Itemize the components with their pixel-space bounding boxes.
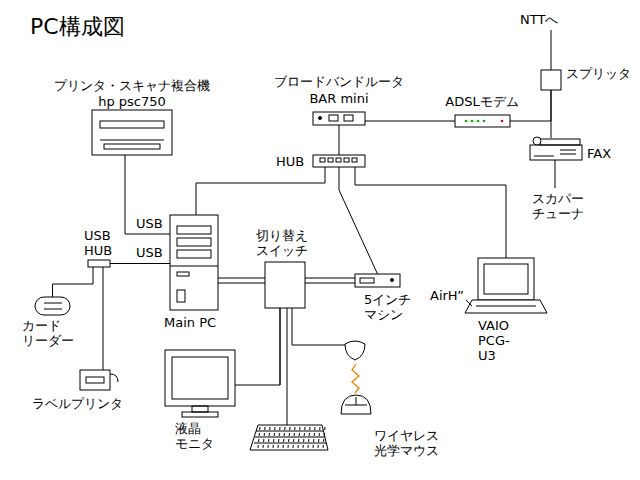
device-label: FAX	[587, 146, 611, 161]
cable-line	[53, 267, 94, 297]
cable-line	[103, 267, 104, 370]
cable-line	[110, 263, 170, 264]
device-box: USB HUB	[88, 260, 110, 267]
device-box: ADSLモデム	[455, 115, 510, 127]
device-box: 液晶 モニタ	[165, 350, 235, 417]
device-label: Main PC	[164, 315, 216, 330]
annotation-label: AirH”	[430, 288, 464, 303]
device-label: カード リーダー	[22, 318, 74, 348]
annotation-label: USB	[136, 216, 163, 231]
cable-line	[339, 125, 340, 155]
cable-line	[235, 308, 280, 385]
cable-line	[365, 121, 455, 122]
annotation-label: スカパー チューナ	[532, 191, 584, 221]
cable-line	[355, 167, 506, 258]
cable-line	[196, 167, 325, 215]
device-label: スプリッタ	[566, 66, 631, 81]
device-box: 切り替え スイッチ	[265, 262, 305, 308]
device-label: ワイヤレス 光学マウス	[374, 428, 439, 458]
cable-line	[125, 155, 170, 234]
device-box: HUB	[313, 155, 365, 167]
device-label: ADSLモデム	[445, 94, 518, 109]
device-box: ラベルプリンタ	[80, 370, 110, 390]
device-box: ブロードバンドルータBAR mini	[313, 112, 365, 125]
cable-line	[339, 167, 378, 274]
device-label: VAIO PCG-U3	[478, 318, 510, 363]
cable-line	[305, 278, 355, 283]
annotation-label: USB	[136, 245, 163, 260]
device-label: 液晶 モニタ	[175, 421, 214, 451]
device-label: ラベルプリンタ	[32, 396, 123, 411]
device-box: ワイヤレス 光学マウス	[341, 395, 371, 414]
device-label: 切り替え スイッチ	[256, 228, 308, 258]
device-label: BAR mini	[309, 91, 368, 106]
device-label: USB HUB	[84, 228, 112, 258]
device-box: FAX	[530, 138, 582, 160]
cable-line	[551, 90, 552, 138]
device-label: プリンタ・スキャナ複合機	[54, 78, 210, 93]
cable-line	[218, 278, 265, 283]
device-label: HUB	[276, 154, 304, 169]
device-box: カード リーダー	[35, 297, 70, 315]
device-box: スプリッタ	[541, 70, 561, 90]
device-label: hp psc750	[98, 94, 166, 109]
device-box: Main PC	[170, 215, 218, 310]
annotation-label: NTTへ	[520, 12, 558, 27]
diagram-title: PC構成図	[30, 14, 125, 40]
device-box: VAIO PCG-U3	[465, 258, 548, 313]
device-box: 5インチ マシン	[355, 274, 400, 287]
device-box: プリンタ・スキャナ複合機hp psc750	[92, 110, 172, 155]
device-label: 5インチ マシン	[364, 292, 411, 322]
device-label: ブロードバンドルータ	[274, 74, 404, 89]
